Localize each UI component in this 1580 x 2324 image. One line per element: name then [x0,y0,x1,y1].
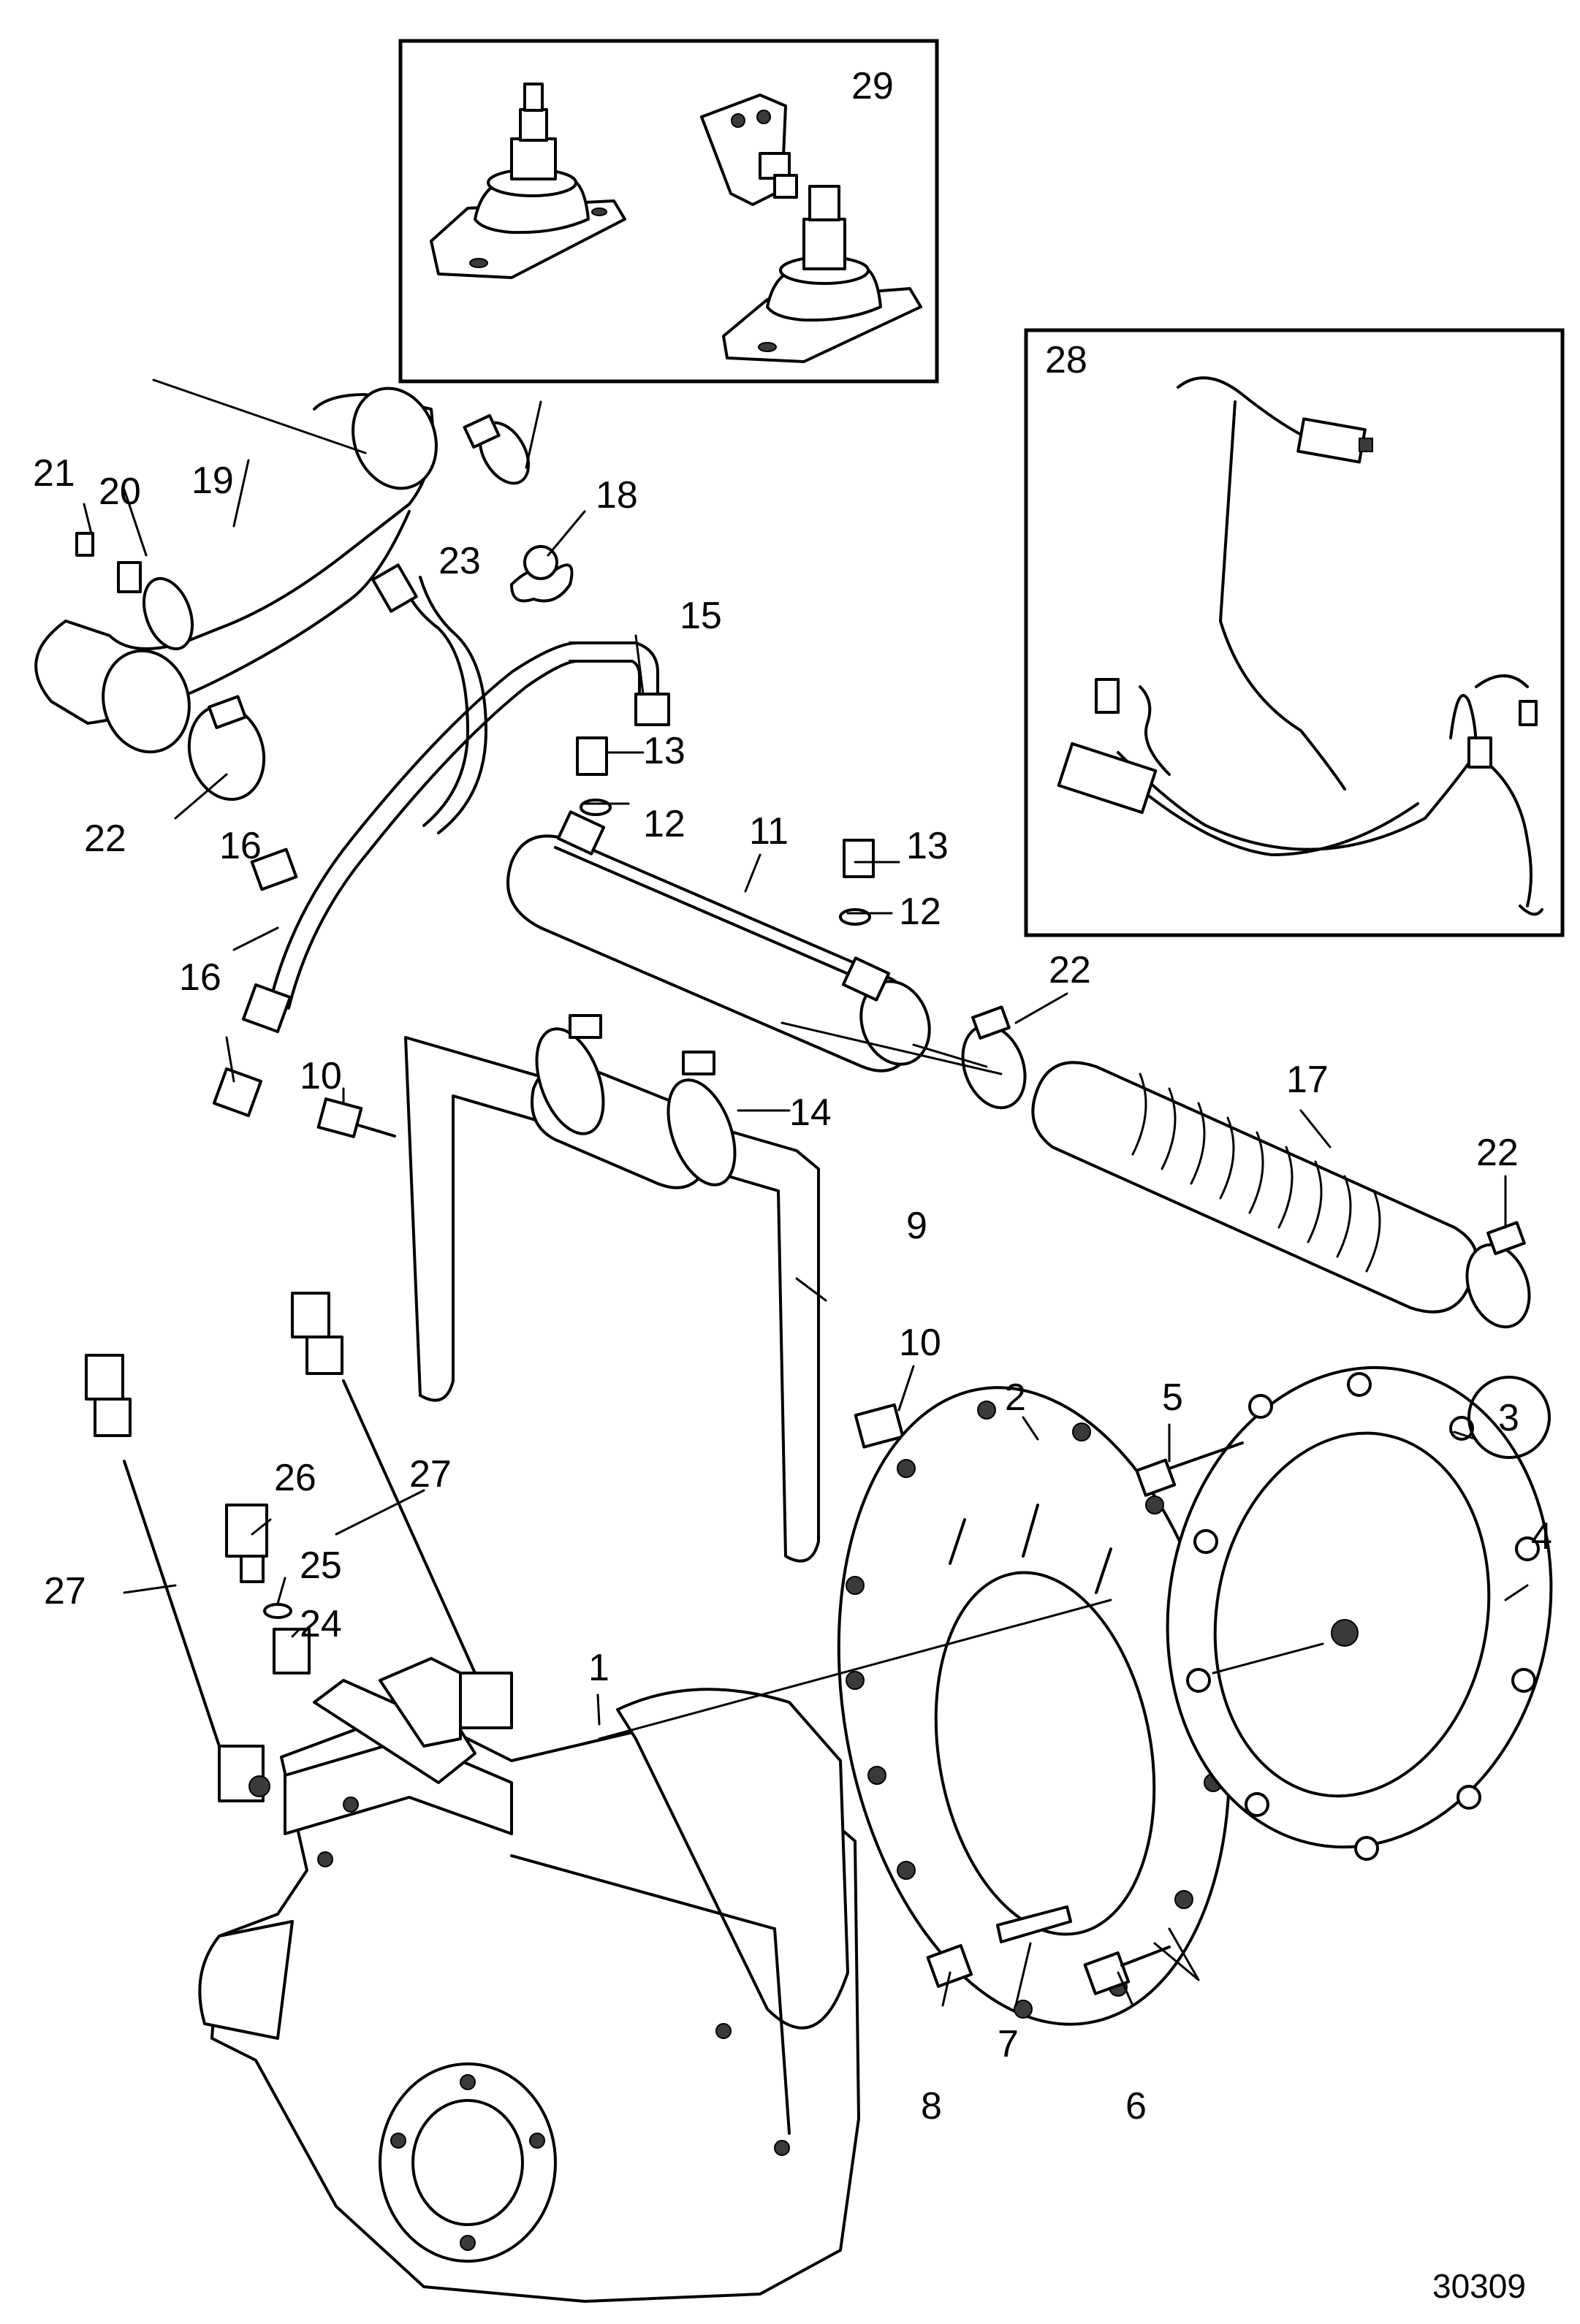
hose-clamp-22-left [187,695,266,801]
callout-12-left: 12 [643,803,685,845]
callout-14: 14 [789,1091,832,1134]
bolt-10-lower [854,1403,905,1449]
leader-lines [83,378,1529,2007]
callout-18: 18 [596,474,638,517]
adapter-plate-2 [837,1386,1231,2026]
inset-box-engine-mounts: 29 [398,39,939,384]
callout-10-lower: 10 [899,1322,941,1364]
engine-mount-a [430,83,626,279]
sensor-cable-27-left [85,1354,270,1802]
callout-24: 24 [300,1603,342,1645]
hose-19 [34,386,438,754]
bolt-5 [1135,1441,1244,1497]
callout-22-mid: 22 [1049,949,1091,991]
cooler-11 [506,810,931,1073]
callout-26: 26 [274,1457,316,1499]
callout-10-upper: 10 [300,1055,342,1097]
callout-17: 17 [1286,1059,1329,1101]
callout-2: 2 [1005,1376,1026,1419]
sensor-26 [225,1504,268,1583]
nut-8 [926,1943,973,1988]
engine-mount-b [700,94,922,363]
bolt-10-upper [316,1097,396,1138]
hose-17 [1031,1061,1479,1314]
callout-25: 25 [300,1544,342,1587]
callout-13-left: 13 [643,730,685,772]
callout-7: 7 [998,2023,1019,2065]
hose-clamp-22-right [1465,1221,1531,1329]
callout-5: 5 [1162,1376,1183,1419]
figure-code: 30309 [1432,2267,1526,2305]
hose-clamp-22-mid [961,1005,1027,1110]
flywheel-housing-4 [1166,1365,1553,1861]
callout-16-upper: 16 [219,825,262,867]
callout-21: 21 [33,452,75,495]
callout-1: 1 [588,1647,609,1689]
callout-23: 23 [438,540,481,582]
callout-19: 19 [191,460,234,502]
hose-16-line [212,641,579,1118]
callout-3: 3 [1498,1397,1519,1439]
callout-4: 4 [1531,1515,1552,1558]
callout-8: 8 [921,2085,942,2127]
callout-labels: 1 2 3 4 5 6 7 8 9 10 10 11 12 12 13 13 1… [33,452,1552,2305]
callout-22-left: 22 [84,818,126,860]
hose-clamp-20 [75,532,194,651]
hose-clamp-14 [535,1014,737,1186]
callout-9: 9 [906,1205,927,1247]
clip-18 [510,545,574,603]
gearbox-1 [198,1657,860,2303]
wiring-harness [1057,376,1543,916]
bracket-9 [404,1036,820,1563]
callout-16-lower: 16 [179,956,221,999]
callout-12-right: 12 [899,891,941,933]
callout-27-left: 27 [44,1570,86,1612]
inset-box-wiring-harness: 28 [1024,328,1565,937]
callout-27-right: 27 [409,1453,452,1496]
callout-6: 6 [1125,2085,1147,2127]
callout-11: 11 [749,810,789,853]
callout-29: 29 [851,65,894,107]
callout-13-right: 13 [906,825,949,867]
sensor-cable-27-right [291,1292,513,1729]
callout-15: 15 [680,595,722,637]
callout-20: 20 [99,470,141,513]
plug-13-right [839,839,875,926]
callout-28: 28 [1045,339,1087,381]
callout-3-circle [1467,1376,1551,1459]
hose-clamp-23 [463,414,531,485]
callout-22-right: 22 [1476,1132,1519,1174]
o-ring-25 [263,1603,292,1619]
stud-7 [996,1905,1072,1943]
